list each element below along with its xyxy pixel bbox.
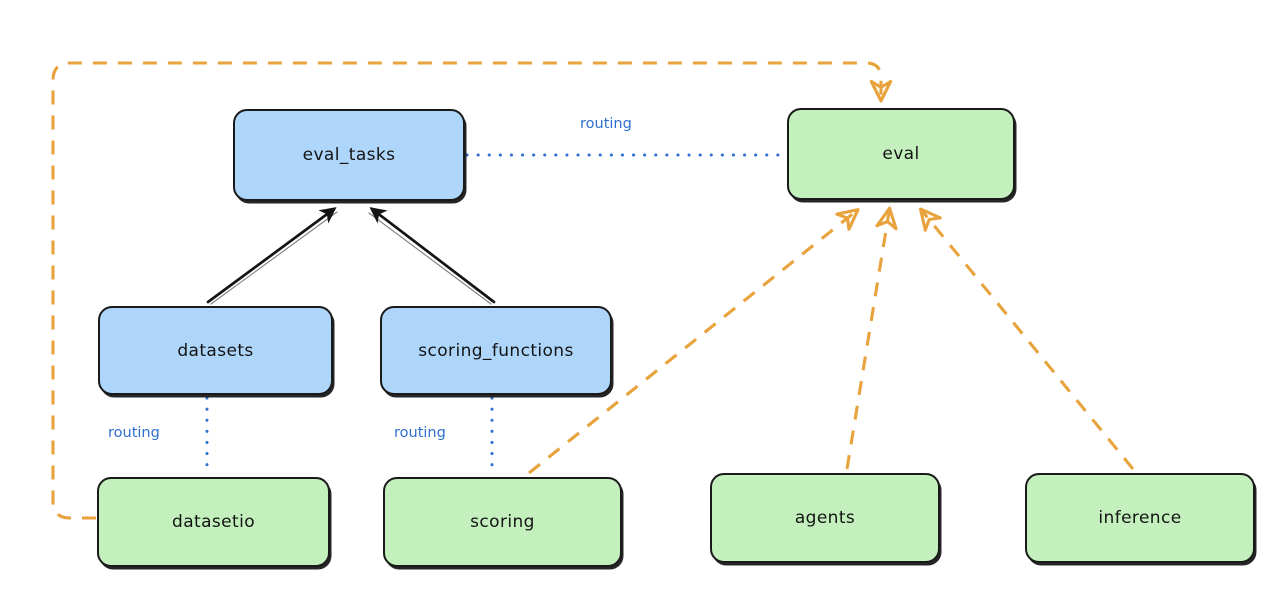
node-datasetio[interactable]: datasetio xyxy=(97,477,330,567)
node-label: datasetio xyxy=(172,512,255,532)
node-scoring-functions[interactable]: scoring_functions xyxy=(380,306,612,395)
node-label: eval xyxy=(882,144,920,164)
node-label: scoring xyxy=(470,512,535,532)
edge-agents-eval xyxy=(845,206,898,470)
edge-label-routing-scoring: routing xyxy=(394,425,446,441)
edge-label-routing-datasetio: routing xyxy=(108,425,160,441)
node-datasets[interactable]: datasets xyxy=(98,306,333,395)
edge-label-routing-eval: routing xyxy=(580,116,632,132)
node-label: scoring_functions xyxy=(418,340,574,361)
node-label: inference xyxy=(1098,508,1182,528)
node-agents[interactable]: agents xyxy=(710,473,940,563)
edge-datasetio-eval xyxy=(51,61,893,520)
node-label: agents xyxy=(794,508,856,528)
edge-datasets-eval_tasks xyxy=(206,207,338,305)
node-scoring[interactable]: scoring xyxy=(383,477,622,567)
edge-inference-eval xyxy=(918,207,1135,470)
edge-scoring-eval xyxy=(528,208,860,475)
node-inference[interactable]: inference xyxy=(1025,473,1255,563)
node-label: eval_tasks xyxy=(302,145,396,165)
node-label: datasets xyxy=(177,340,254,361)
node-eval-tasks[interactable]: eval_tasks xyxy=(233,109,465,201)
edge-scoring_functions-eval_tasks xyxy=(368,207,496,305)
node-eval[interactable]: eval xyxy=(787,108,1015,200)
